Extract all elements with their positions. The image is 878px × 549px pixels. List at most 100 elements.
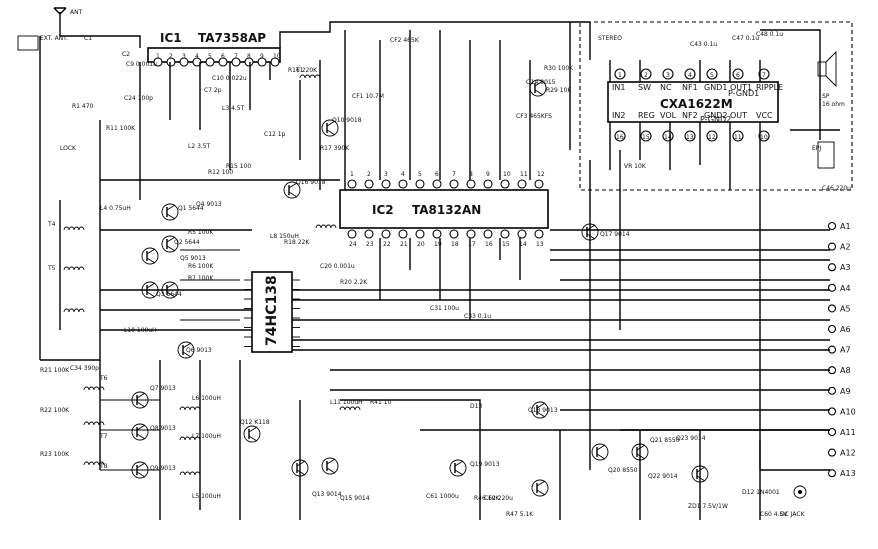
ic4-pin-label: GND2: [704, 111, 727, 120]
transistors: [131, 79, 709, 497]
transistor-symbol: [581, 223, 599, 241]
component-label-l7: L7 100uH: [192, 433, 221, 440]
ic2-pin-top: [517, 179, 527, 189]
speaker-label: SP: [822, 93, 830, 100]
transistor-symbol: [283, 181, 301, 199]
connector-terminal: [827, 448, 837, 457]
component-label-q12: Q12 K118: [240, 419, 270, 426]
component-label-r18: R18 22K: [284, 239, 310, 246]
connector-terminal: [827, 469, 837, 478]
ic4-pin-top: [684, 68, 696, 80]
ic1-pin-number: 9: [260, 53, 264, 60]
ic2-pin-number: 15: [502, 241, 510, 248]
transistor-symbol: [131, 423, 149, 441]
connector-terminal: [827, 407, 837, 416]
transistor-symbol: [321, 119, 339, 137]
component-label-q18: Q18 9013: [528, 407, 558, 414]
transistor-symbol: [291, 459, 309, 477]
component-label-d13: D13: [470, 403, 482, 410]
ic4-pin-label: REG: [638, 111, 655, 120]
connector-terminal: [827, 324, 837, 334]
component-label-q2: Q2 5644: [174, 239, 200, 246]
ic1-label: IC1: [160, 31, 182, 45]
ic2-pin-top: [483, 179, 493, 189]
ic2-pin-bottom: [483, 229, 493, 239]
ic1-pin: [153, 57, 163, 67]
speaker-icon: SP 16 ohm: [817, 50, 845, 108]
ic4-pin-label: IN1: [612, 83, 625, 92]
component-label-q13: Q13 9014: [312, 491, 342, 498]
connector-terminal: [827, 427, 837, 437]
ic4-pin-label: OUT: [730, 111, 747, 120]
ic4-pin-top: [758, 68, 770, 80]
ic2-pin-top: [398, 179, 408, 189]
component-label-c33: C33 0.1u: [464, 313, 491, 320]
ext-antenna-label: EXT. ANT.: [40, 35, 68, 42]
ic3-body: [251, 271, 293, 353]
ic4-pin-bottom: [640, 130, 652, 142]
connector-terminal: [827, 221, 837, 231]
ic1-pin: [270, 57, 280, 67]
component-label-t4: T4: [47, 221, 56, 228]
connector-terminal: [827, 283, 837, 292]
ic1-pin-number: 6: [221, 53, 225, 60]
component-label-r16: R16 220K: [288, 67, 318, 74]
ic2-pin-number: 9: [486, 171, 490, 178]
ic1-pin: [192, 57, 202, 67]
component-label-r6: R6 100K: [188, 263, 214, 270]
ic2-pin-number: 4: [401, 171, 405, 178]
ic4-module: CXA1622M 1IN12SW3NC4NF15GND16OUT17RIPPLE…: [579, 21, 853, 191]
coil-symbol: [179, 406, 201, 411]
ic1-pin: [179, 57, 189, 67]
component-label-r29: R29 10K: [546, 87, 572, 94]
ic4-pin-number: 15: [642, 134, 650, 141]
ic2-pin-number: 16: [485, 241, 493, 248]
component-label-c47: C47 0.1u: [732, 35, 759, 42]
ic1-pin: [257, 57, 267, 67]
connector-label: A10: [840, 407, 856, 416]
coil-symbol: [83, 421, 105, 426]
speaker-ohm-label: 16 ohm: [822, 101, 845, 108]
ic4-pin-bottom: [614, 130, 626, 142]
ic1-part: TA7358AP: [198, 31, 266, 45]
ic2-pin-top: [534, 179, 544, 189]
ic4-pin-label: RIPPLE: [756, 83, 783, 92]
ic2-pin-number: 17: [468, 241, 476, 248]
component-label-r46: R46 10K: [474, 495, 500, 502]
ic4-pin-bottom: [684, 130, 696, 142]
connector-label: A9: [840, 387, 851, 396]
coils: [63, 74, 361, 476]
component-label-r5: R5 100K: [188, 229, 214, 236]
component-label-q16: Q16 9018: [296, 179, 326, 186]
component-label-c43: C43 0.1u: [690, 41, 717, 48]
ext-antenna-jack-icon: EXT. ANT.: [17, 35, 68, 51]
component-label-q6: Q6 9013: [186, 347, 212, 354]
ic2-pin-number: 12: [537, 171, 545, 178]
headphone-jack-icon: EPJ: [812, 141, 835, 169]
ic2-pin-number: 13: [536, 241, 544, 248]
ic4-pin-label: NF2: [682, 111, 698, 120]
component-label-d12: D12 1N4001: [742, 489, 780, 496]
wiring: [39, 21, 840, 520]
component-label-r21: R21 100K: [40, 367, 70, 374]
connector-terminal: [827, 386, 837, 395]
ic2-pin-number: 7: [452, 171, 456, 178]
ic2-pin-number: 14: [519, 241, 527, 248]
component-label-r41: R41 10: [370, 399, 392, 406]
ic4-pin-number: 2: [644, 72, 648, 79]
ic4-pin-bottom: [758, 130, 770, 142]
transistor-symbol: [531, 401, 549, 419]
connector-label: A12: [840, 449, 856, 458]
component-label-r15: R15 100: [226, 163, 251, 170]
transistor-symbol: [243, 425, 261, 443]
transistor-symbol: [529, 79, 547, 97]
component-label-c10: C10 0.022u: [212, 75, 247, 82]
component-label-q14: Q14 9015: [526, 79, 556, 86]
component-label-c2: C2: [122, 51, 130, 58]
connector-label: A4: [840, 284, 851, 293]
ic2-pin-bottom: [432, 229, 442, 239]
headphone-label: EPJ: [812, 145, 821, 152]
coil-symbol: [179, 436, 201, 441]
